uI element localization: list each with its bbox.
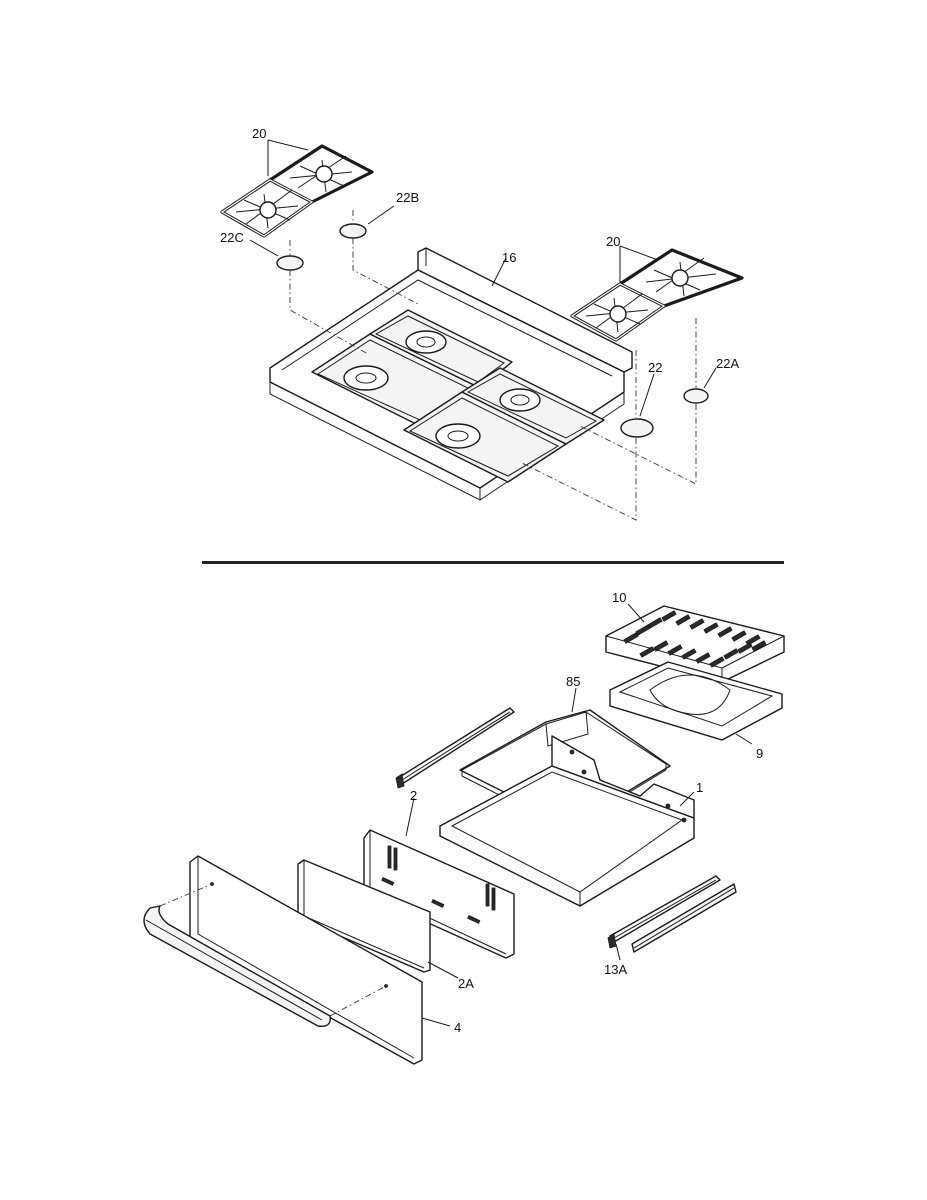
broiler-pan — [609, 661, 783, 741]
burner-cap-22c — [276, 255, 304, 271]
burner-grate-right-pair — [570, 248, 744, 342]
callout-20-top-right: 20 — [606, 234, 620, 249]
callout-16: 16 — [502, 250, 516, 265]
callout-20-top-left: 20 — [252, 126, 266, 141]
drawer-handle — [143, 905, 331, 1027]
callout-22b: 22B — [396, 190, 419, 205]
callout-85: 85 — [566, 674, 580, 689]
callout-22: 22 — [648, 360, 662, 375]
burner-cap-22 — [620, 418, 654, 438]
callout-1: 1 — [696, 780, 703, 795]
callout-2: 2 — [410, 788, 417, 803]
burner-cap-22a — [683, 388, 709, 404]
slide-rail-upper — [395, 707, 515, 789]
leader-lines-bottom — [405, 603, 753, 1027]
section-divider — [202, 561, 784, 564]
slide-rail-lower — [607, 875, 737, 953]
broiler-pan-insert — [605, 605, 785, 683]
callout-13a: 13A — [604, 962, 627, 977]
leader-lines-top — [249, 139, 717, 417]
callout-22c: 22C — [220, 230, 244, 245]
callout-9: 9 — [756, 746, 763, 761]
alignment-lines-top — [289, 210, 697, 521]
callout-22a: 22A — [716, 356, 739, 371]
callout-4: 4 — [454, 1020, 461, 1035]
cooktop-main-top — [269, 247, 633, 501]
callout-10: 10 — [612, 590, 626, 605]
burner-grate-left-pair — [220, 144, 374, 238]
drawer-body — [439, 735, 695, 907]
callout-2a: 2A — [458, 976, 474, 991]
drawer-outer-front — [159, 855, 423, 1065]
burner-cap-22b — [339, 223, 367, 239]
drawer-front-panel — [363, 829, 515, 959]
